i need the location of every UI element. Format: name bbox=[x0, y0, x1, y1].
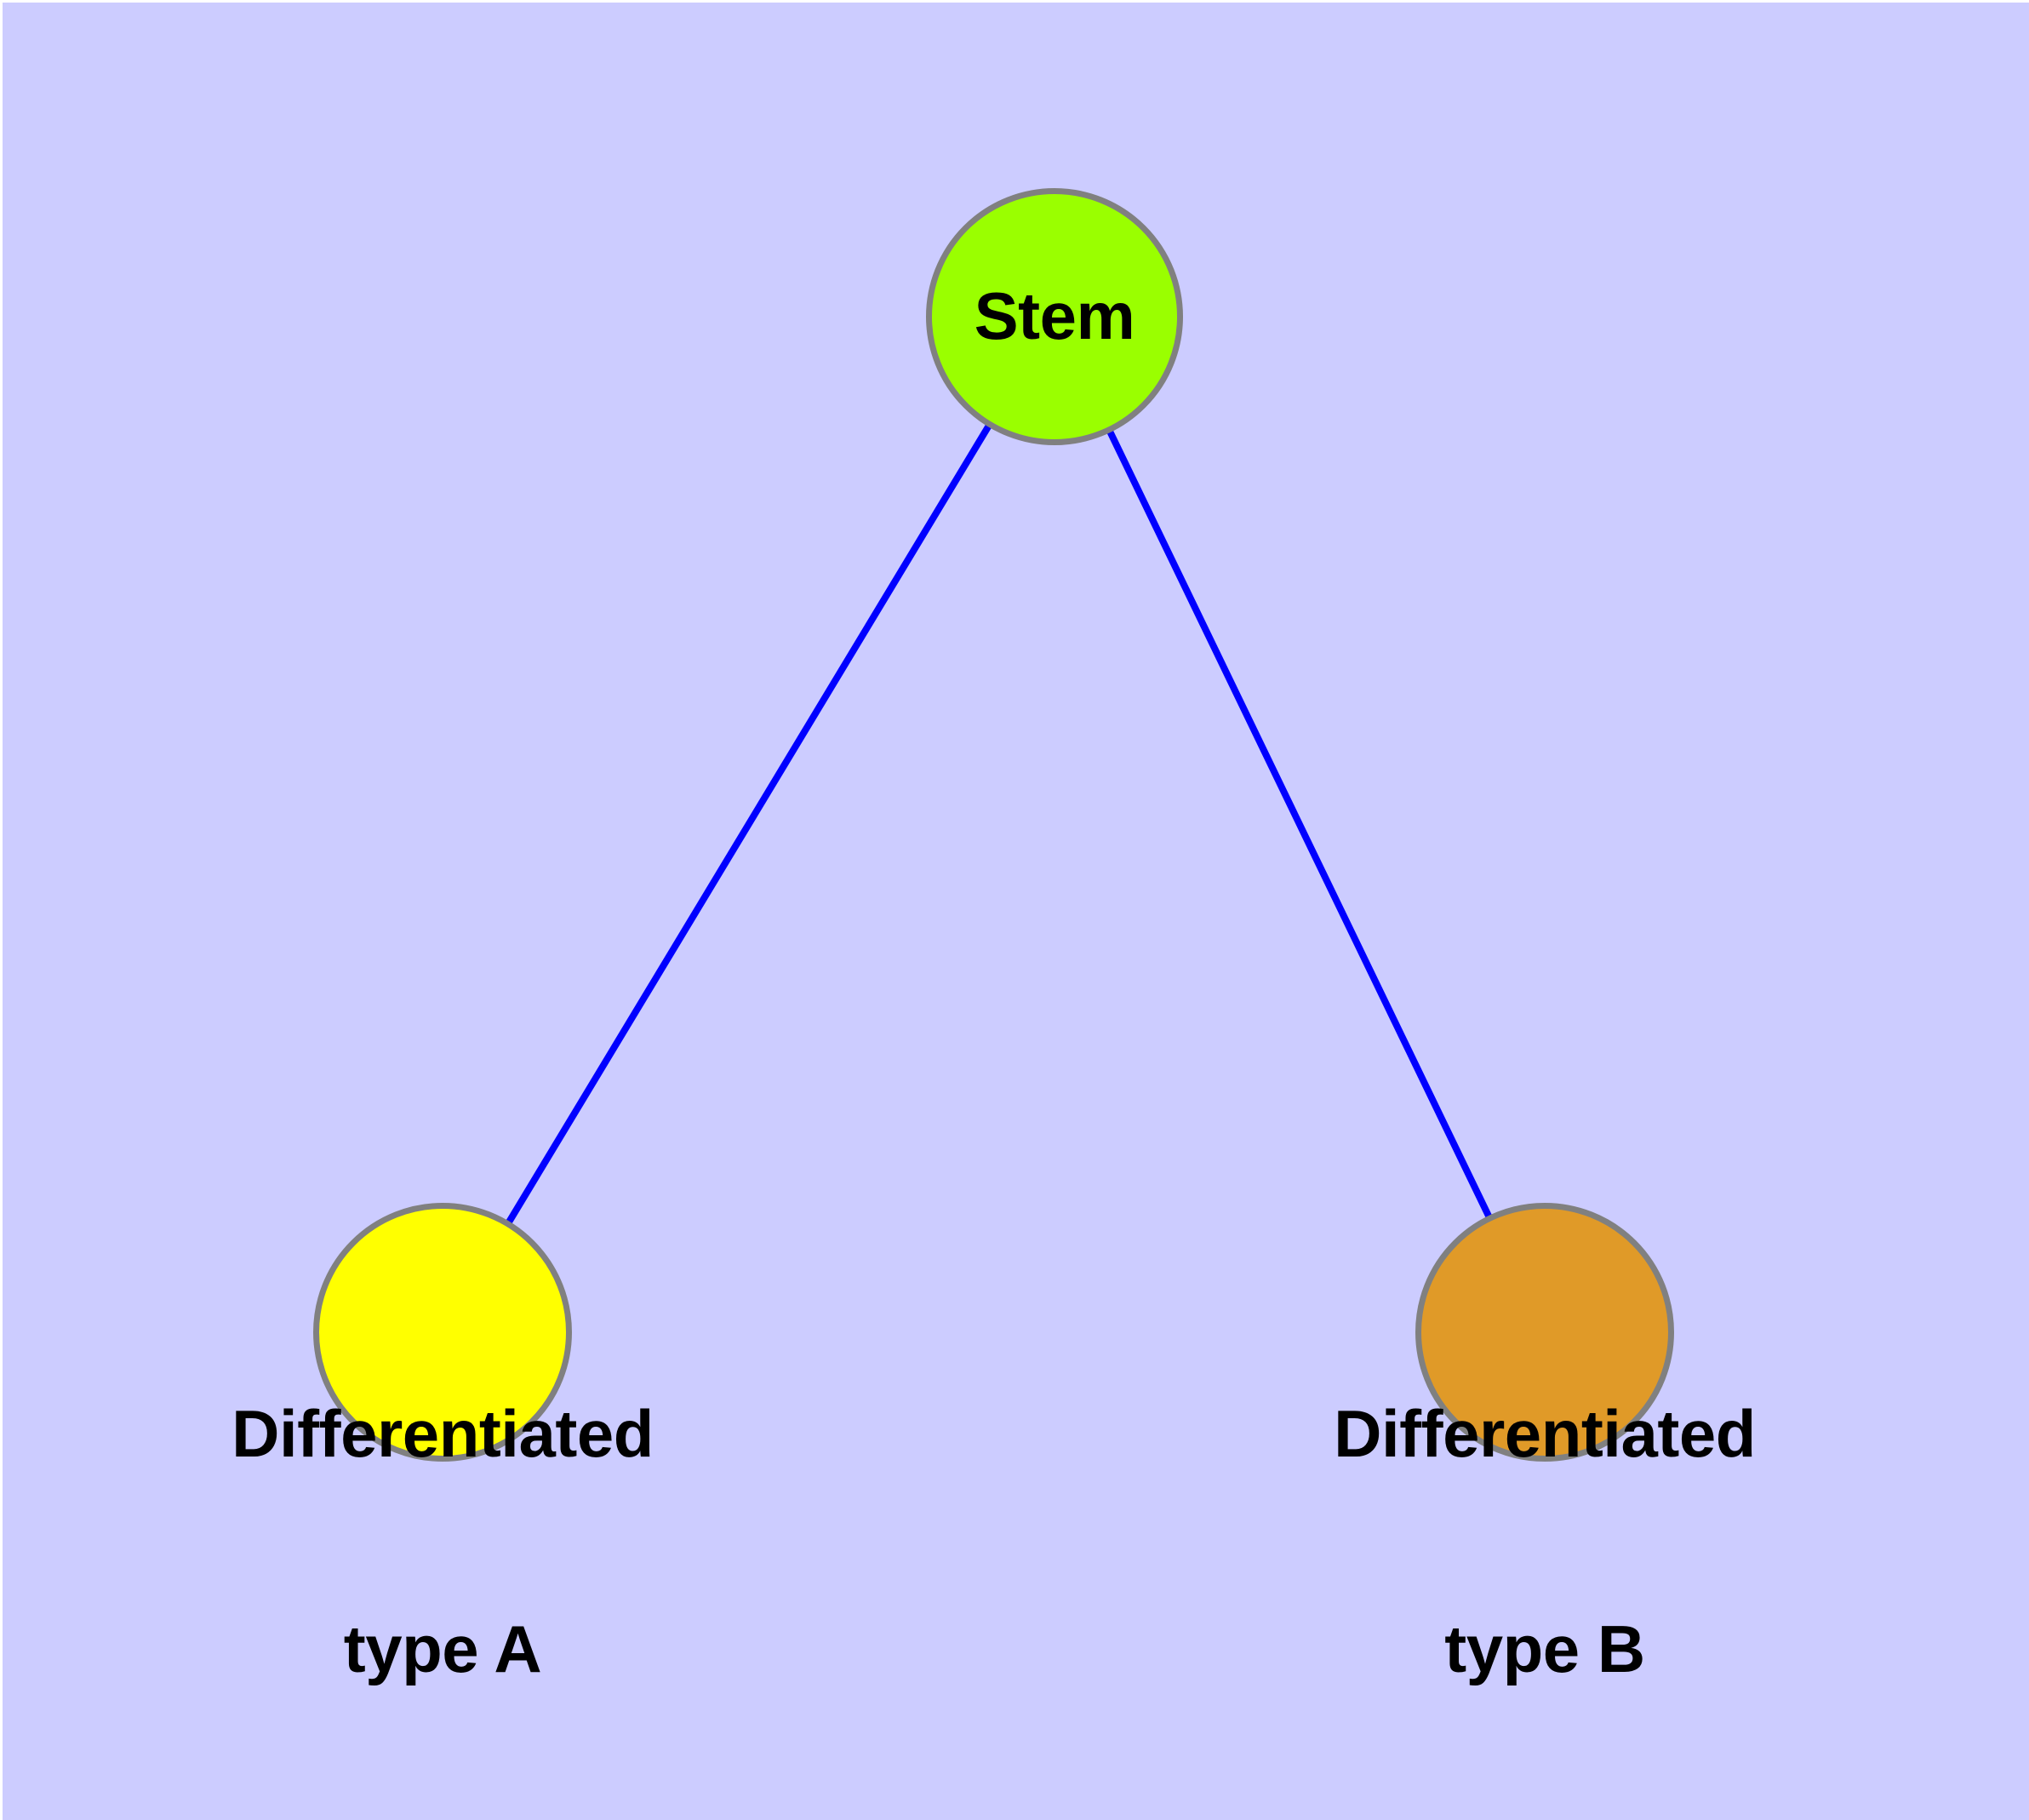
node-differentiated-type-b[interactable] bbox=[1415, 1203, 1674, 1462]
node-differentiated-type-a[interactable] bbox=[313, 1203, 572, 1462]
edge-stem-to-differentiated-type-a bbox=[439, 314, 1058, 1335]
node-stem[interactable] bbox=[926, 188, 1183, 445]
edge-stem-to-differentiated-type-b bbox=[1051, 315, 1548, 1334]
